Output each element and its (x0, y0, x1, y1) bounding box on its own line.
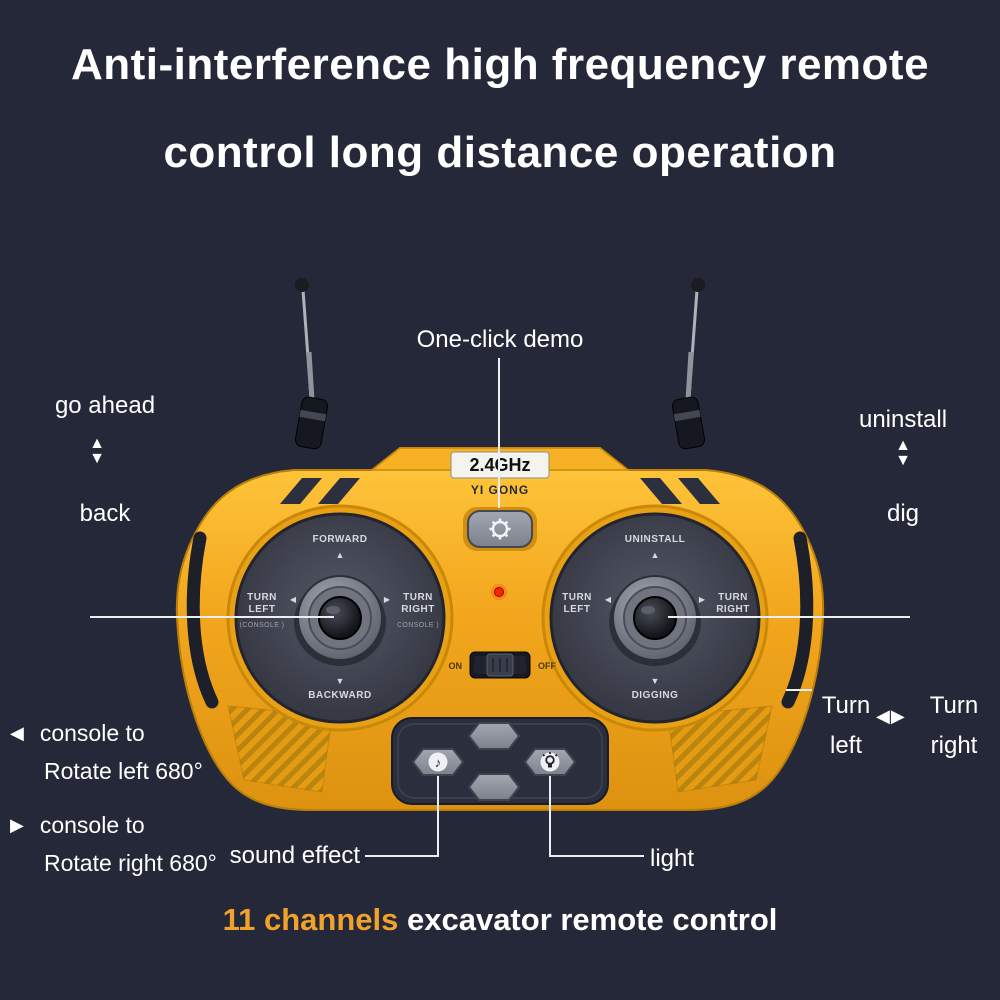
label-turn-right-1: TURN (403, 592, 433, 603)
label-console-note-left: (CONSOLE ) (240, 622, 285, 629)
gear-icon (489, 518, 511, 540)
triangle-right-icon: ▶ (384, 595, 391, 604)
left-antenna-tip (295, 278, 309, 292)
left-right-arrows: ◀▶ (876, 706, 906, 727)
footer-caption: 11 channels excavator remote control (0, 902, 1000, 938)
label-digging: DIGGING (632, 690, 679, 701)
label-backward: BACKWARD (308, 690, 371, 701)
right-texture-patch (667, 705, 773, 793)
triangle-left-icon: ◀ (605, 595, 612, 604)
arrow-up-icon: ▲ (651, 550, 660, 560)
label-console-note-right: CONSOLE ) (397, 622, 439, 629)
top-hex-button (467, 722, 521, 750)
arrow-down-icon: ▼ (336, 676, 345, 686)
left-control-pad: FORWARD ▲ TURN LEFT ◀ (CONSOLE ) TURN RI… (226, 504, 454, 732)
callout-turn-left: Turn left (821, 692, 871, 759)
arrow-down-icon: ▼ (89, 450, 105, 467)
left-texture-patch (227, 705, 333, 793)
power-switch: ON OFF (449, 651, 556, 679)
triangle-right-icon: ▶ (890, 706, 906, 726)
arrow-up-icon: ▲ (89, 435, 105, 452)
right-antenna-tip (691, 278, 705, 292)
callout-light: light (650, 845, 695, 872)
sound-button: ♪ (411, 748, 465, 776)
switch-off-label: OFF (538, 661, 556, 671)
callout-uninstall: uninstall (858, 406, 948, 433)
callout-dig: dig (886, 500, 920, 527)
music-note-icon: ♪ (435, 755, 442, 770)
callout-back: back (79, 500, 131, 527)
light-bulb-icon (542, 752, 558, 768)
label-turn-right-2: RIGHT (401, 604, 435, 615)
label-turn-right-2: RIGHT (716, 604, 750, 615)
left-grip (186, 531, 219, 709)
bottom-button-plate: ♪ (391, 717, 609, 805)
arrow-up-icon: ▲ (336, 550, 345, 560)
callout-console-rotate-right: ▶ console to Rotate right 680° (10, 806, 217, 882)
power-led (491, 584, 507, 600)
callout-lines (90, 358, 910, 857)
up-down-arrows-right: ▲ ▼ (885, 437, 921, 469)
right-control-pad: UNINSTALL ▲ TURN LEFT ◀ TURN RIGHT ▶ ▼ D… (541, 504, 769, 732)
label-turn-left-2: LEFT (249, 604, 276, 615)
triangle-right-icon: ▶ (699, 595, 706, 604)
title-line-1: Anti-interference high frequency remote (70, 40, 930, 89)
triangle-left-icon: ◀ (10, 723, 24, 743)
right-grip (781, 531, 814, 709)
switch-on-label: ON (449, 661, 463, 671)
decor-chevrons (280, 478, 720, 504)
callout-sound-effect: sound effect (229, 842, 360, 869)
arrow-down-icon: ▼ (895, 452, 911, 469)
up-down-arrows-left: ▲ ▼ (79, 435, 115, 467)
right-antenna (671, 278, 706, 450)
left-antenna (294, 278, 329, 450)
footer-rest: excavator remote control (406, 902, 778, 937)
footer-highlight: 11 channels (222, 902, 407, 937)
console-rotate-right-line1: console to (39, 812, 145, 838)
left-joystick (294, 575, 386, 666)
switch-knob (486, 653, 514, 677)
console-rotate-left-line1: console to (39, 720, 145, 746)
label-turn-right-1: TURN (718, 592, 748, 603)
console-rotate-right-line2: Rotate right 680° (44, 850, 217, 876)
label-turn-left-1: TURN (247, 592, 277, 603)
callout-go-ahead: go ahead (54, 392, 156, 419)
label-turn-left-1: TURN (562, 592, 592, 603)
console-rotate-left-line2: Rotate left 680° (44, 758, 203, 784)
arrow-down-icon: ▼ (651, 676, 660, 686)
callout-one-click-demo: One-click demo (416, 326, 584, 353)
triangle-left-icon: ◀ (290, 595, 297, 604)
bottom-hex-button (467, 773, 521, 801)
right-joystick (609, 575, 701, 666)
callout-turn-right: Turn right (929, 692, 979, 759)
label-forward: FORWARD (313, 534, 368, 545)
triangle-left-icon: ◀ (876, 706, 891, 726)
demo-button (463, 507, 537, 551)
light-button (523, 748, 577, 776)
label-uninstall: UNINSTALL (625, 534, 685, 545)
callout-console-rotate-left: ◀ console to Rotate left 680° (10, 714, 203, 790)
label-turn-left-2: LEFT (564, 604, 591, 615)
triangle-right-icon: ▶ (10, 815, 24, 835)
arrow-up-icon: ▲ (895, 437, 911, 454)
title-line-2: control long distance operation (163, 128, 837, 177)
